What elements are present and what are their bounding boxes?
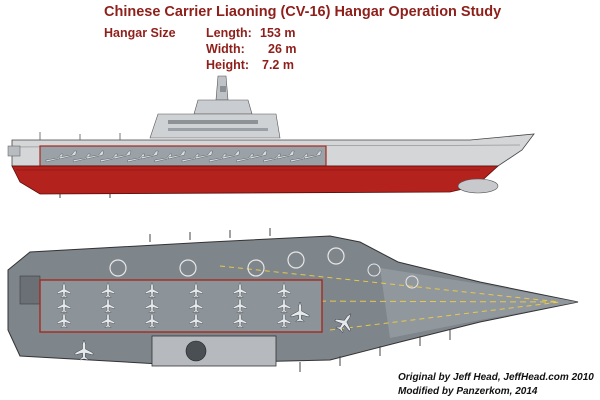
aircraft-side-icon (236, 153, 254, 163)
aircraft-side-icon (100, 153, 118, 163)
helipad-icon (247, 259, 265, 277)
height-label: Height: (206, 58, 250, 72)
aircraft-icon (233, 311, 247, 328)
side-profile (7, 75, 535, 198)
credit-original: Original by Jeff Head, JeffHead.com 2010 (398, 372, 594, 383)
hangar-aircraft-group (57, 281, 291, 328)
aircraft-icon (57, 281, 71, 298)
aircraft-side-icon (181, 153, 200, 163)
length-label: Length: (206, 26, 252, 40)
island-upper (193, 99, 253, 115)
width-value: 26 m (268, 42, 297, 56)
aircraft-side-icon (209, 153, 227, 163)
island-radar-icon (185, 340, 207, 362)
aircraft-icon (189, 281, 203, 298)
aircraft-icon (334, 313, 352, 333)
aircraft-icon (277, 281, 291, 298)
length-value: 153 m (260, 26, 296, 40)
aircraft-side-icon (195, 150, 213, 160)
island-lower (149, 113, 281, 139)
aircraft-icon (277, 296, 291, 313)
aircraft-side-icon (86, 150, 105, 160)
aircraft-icon (233, 281, 247, 298)
aircraft-side-icon (304, 150, 322, 160)
deck-aircraft-group (74, 301, 352, 361)
helipad-icon (287, 251, 305, 269)
aircraft-icon (145, 296, 159, 313)
aircraft-side-icon (263, 153, 281, 163)
aircraft-side-icon (290, 153, 309, 163)
deck-edge-antennas (149, 228, 451, 372)
aircraft-icon (277, 311, 291, 328)
helipad-icon (179, 259, 197, 277)
page-title: Chinese Carrier Liaoning (CV-16) Hangar … (104, 4, 502, 20)
width-label: Width: (206, 42, 245, 56)
aircraft-icon (101, 311, 115, 328)
hangar-size-heading: Hangar Size (104, 26, 176, 40)
aircraft-icon (145, 311, 159, 328)
aircraft-side-icon (154, 153, 173, 163)
aircraft-side-icon (59, 150, 77, 160)
aircraft-side-icon (277, 150, 295, 160)
aircraft-side-icon (168, 150, 186, 160)
aircraft-icon (74, 339, 94, 361)
island-top (151, 335, 277, 367)
ski-jump-ramp (380, 268, 578, 338)
island-windows (168, 120, 258, 124)
aircraft-icon (101, 296, 115, 313)
side-aircraft-group (45, 150, 322, 163)
credit-modified: Modified by Panzerkom, 2014 (398, 386, 538, 397)
aircraft-side-icon (141, 150, 159, 160)
aircraft-icon (145, 281, 159, 298)
helipad-markers (109, 247, 419, 289)
helipad-icon (327, 247, 345, 265)
hangar-outline-top (39, 279, 323, 333)
aircraft-side-icon (45, 153, 64, 163)
aircraft-icon (101, 281, 115, 298)
stern-elevator (19, 275, 41, 305)
bulbous-bow (457, 178, 499, 194)
helipad-icon (405, 275, 419, 289)
height-value: 7.2 m (262, 58, 294, 72)
angled-deck-line (219, 265, 561, 303)
aircraft-icon (189, 296, 203, 313)
aircraft-side-icon (127, 153, 145, 163)
top-view (7, 228, 579, 372)
aircraft-icon (233, 296, 247, 313)
aircraft-icon (290, 301, 310, 323)
aircraft-side-icon (73, 153, 91, 163)
aircraft-icon (189, 311, 203, 328)
helipad-icon (367, 263, 381, 277)
lower-hull-red (11, 165, 500, 195)
aircraft-side-icon (113, 150, 132, 160)
helipad-icon (109, 259, 127, 277)
aircraft-icon (57, 311, 71, 328)
aircraft-side-icon (222, 150, 241, 160)
aircraft-icon (57, 296, 71, 313)
radar-icon (220, 86, 226, 92)
aircraft-side-icon (249, 150, 268, 160)
